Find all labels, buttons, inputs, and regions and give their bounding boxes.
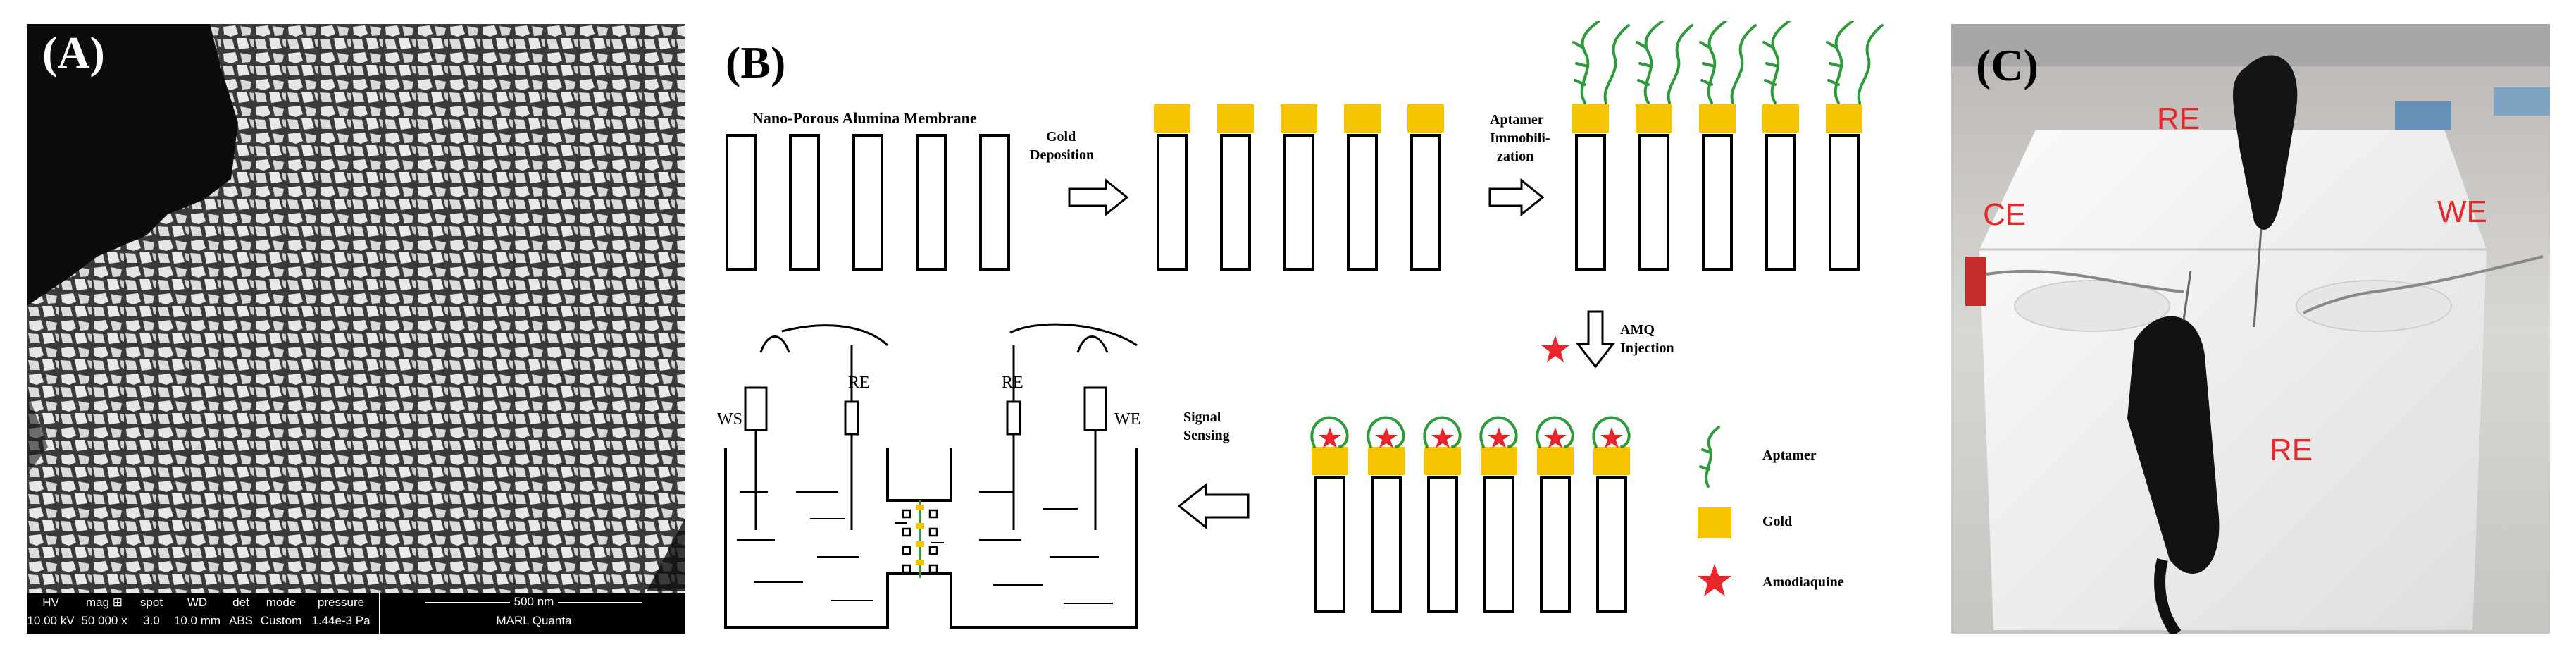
sem-header-spot: spot bbox=[139, 596, 163, 609]
bare-membrane bbox=[726, 134, 1010, 271]
sem-value-det: ABS bbox=[228, 614, 254, 627]
cell-label-re-right: RE bbox=[1002, 374, 1023, 392]
sem-value-mag: 50 000 x bbox=[81, 614, 127, 627]
sem-scale-label: 500 nm bbox=[393, 595, 675, 609]
aptamer-step-line3: zation bbox=[1497, 149, 1533, 164]
electrochemical-cell bbox=[724, 323, 1138, 629]
signal-step-line2: Sensing bbox=[1183, 428, 1230, 443]
sem-divider bbox=[379, 593, 380, 634]
cell-block bbox=[1979, 130, 2487, 630]
top-clip bbox=[2233, 55, 2298, 230]
amq-step-line1: AMQ bbox=[1620, 322, 1655, 338]
legend-gold-label: Gold bbox=[1762, 514, 1792, 529]
sem-info-bar: HV mag ⊞ spot WD det mode pressure 10.00… bbox=[27, 593, 685, 634]
membrane-label: Nano-Porous Alumina Membrane bbox=[752, 109, 977, 127]
cell-label-re-left: RE bbox=[848, 374, 870, 392]
cell-label-we: WE bbox=[1114, 410, 1140, 429]
gold-step-line2: Deposition bbox=[1030, 147, 1094, 163]
panel-b-label: (B) bbox=[726, 37, 786, 87]
panel-a-label: (A) bbox=[42, 27, 105, 78]
legend-aptamer-label: Aptamer bbox=[1762, 448, 1817, 463]
sem-header-mag: mag ⊞ bbox=[85, 596, 123, 609]
photo-label-ce: CE bbox=[1983, 197, 2027, 232]
sem-value-mode: Custom bbox=[260, 614, 302, 627]
bound-membrane bbox=[1310, 416, 1631, 613]
legend-gold-swatch bbox=[1698, 507, 1731, 538]
sem-header-mode: mode bbox=[266, 596, 297, 609]
aptamer-step-line1: Aptamer bbox=[1490, 112, 1544, 128]
schematic-panel: (B) Nano-Porous Alumina Membrane Gold De… bbox=[711, 18, 1937, 648]
aptamer-strands bbox=[1572, 18, 1884, 104]
amq-step-arrow-icon bbox=[1575, 310, 1616, 369]
gold-membrane bbox=[1154, 104, 1444, 271]
aptamer-step-line2: Immobili- bbox=[1490, 130, 1550, 146]
ce-connector bbox=[1965, 257, 1986, 306]
device-photo bbox=[1951, 24, 2550, 634]
sem-value-wd: 10.0 mm bbox=[173, 614, 221, 627]
bottom-clip bbox=[2127, 316, 2220, 574]
legend-amodiaquine-label: Amodiaquine bbox=[1762, 574, 1844, 590]
photo-label-re-bottom: RE bbox=[2270, 433, 2313, 467]
sem-header-pressure: pressure bbox=[317, 596, 365, 609]
cell-label-ws: WS bbox=[717, 410, 742, 429]
gold-step-line1: Gold bbox=[1046, 129, 1076, 144]
sem-lab-label: MARL Quanta bbox=[496, 614, 572, 627]
legend: Aptamer Gold Amodiaquine bbox=[1698, 426, 1844, 596]
signal-step-line1: Signal bbox=[1183, 410, 1221, 425]
photo-label-we: WE bbox=[2437, 195, 2487, 229]
sem-image-panel: (A) HV mag ⊞ spot WD det mode pressure 1… bbox=[27, 24, 685, 634]
sem-texture bbox=[27, 24, 685, 634]
amq-star-icon bbox=[1541, 336, 1569, 362]
amq-step-line2: Injection bbox=[1620, 340, 1674, 356]
schematic-diagram: Nano-Porous Alumina Membrane Gold Deposi… bbox=[717, 18, 1884, 629]
aptamer-membrane bbox=[1572, 18, 1884, 271]
panel-c-label: (C) bbox=[1976, 40, 2039, 90]
legend-star-icon bbox=[1698, 564, 1731, 596]
sem-value-spot: 3.0 bbox=[143, 614, 160, 627]
signal-step-arrow-icon bbox=[1177, 482, 1250, 530]
sem-header-hv: HV bbox=[42, 596, 59, 609]
aptamer-step-arrow-icon bbox=[1488, 178, 1545, 217]
legend-aptamer-icon bbox=[1705, 426, 1720, 488]
sem-header-wd: WD bbox=[187, 596, 208, 609]
sem-value-pressure: 1.44e-3 Pa bbox=[311, 614, 371, 627]
sem-header-det: det bbox=[232, 596, 249, 609]
gold-step-arrow-icon bbox=[1068, 178, 1129, 217]
photo-label-re-top: RE bbox=[2157, 101, 2201, 136]
device-photo-panel: (C) RE CE WE RE bbox=[1951, 24, 2550, 634]
sem-value-hv: 10.00 kV bbox=[27, 614, 75, 627]
